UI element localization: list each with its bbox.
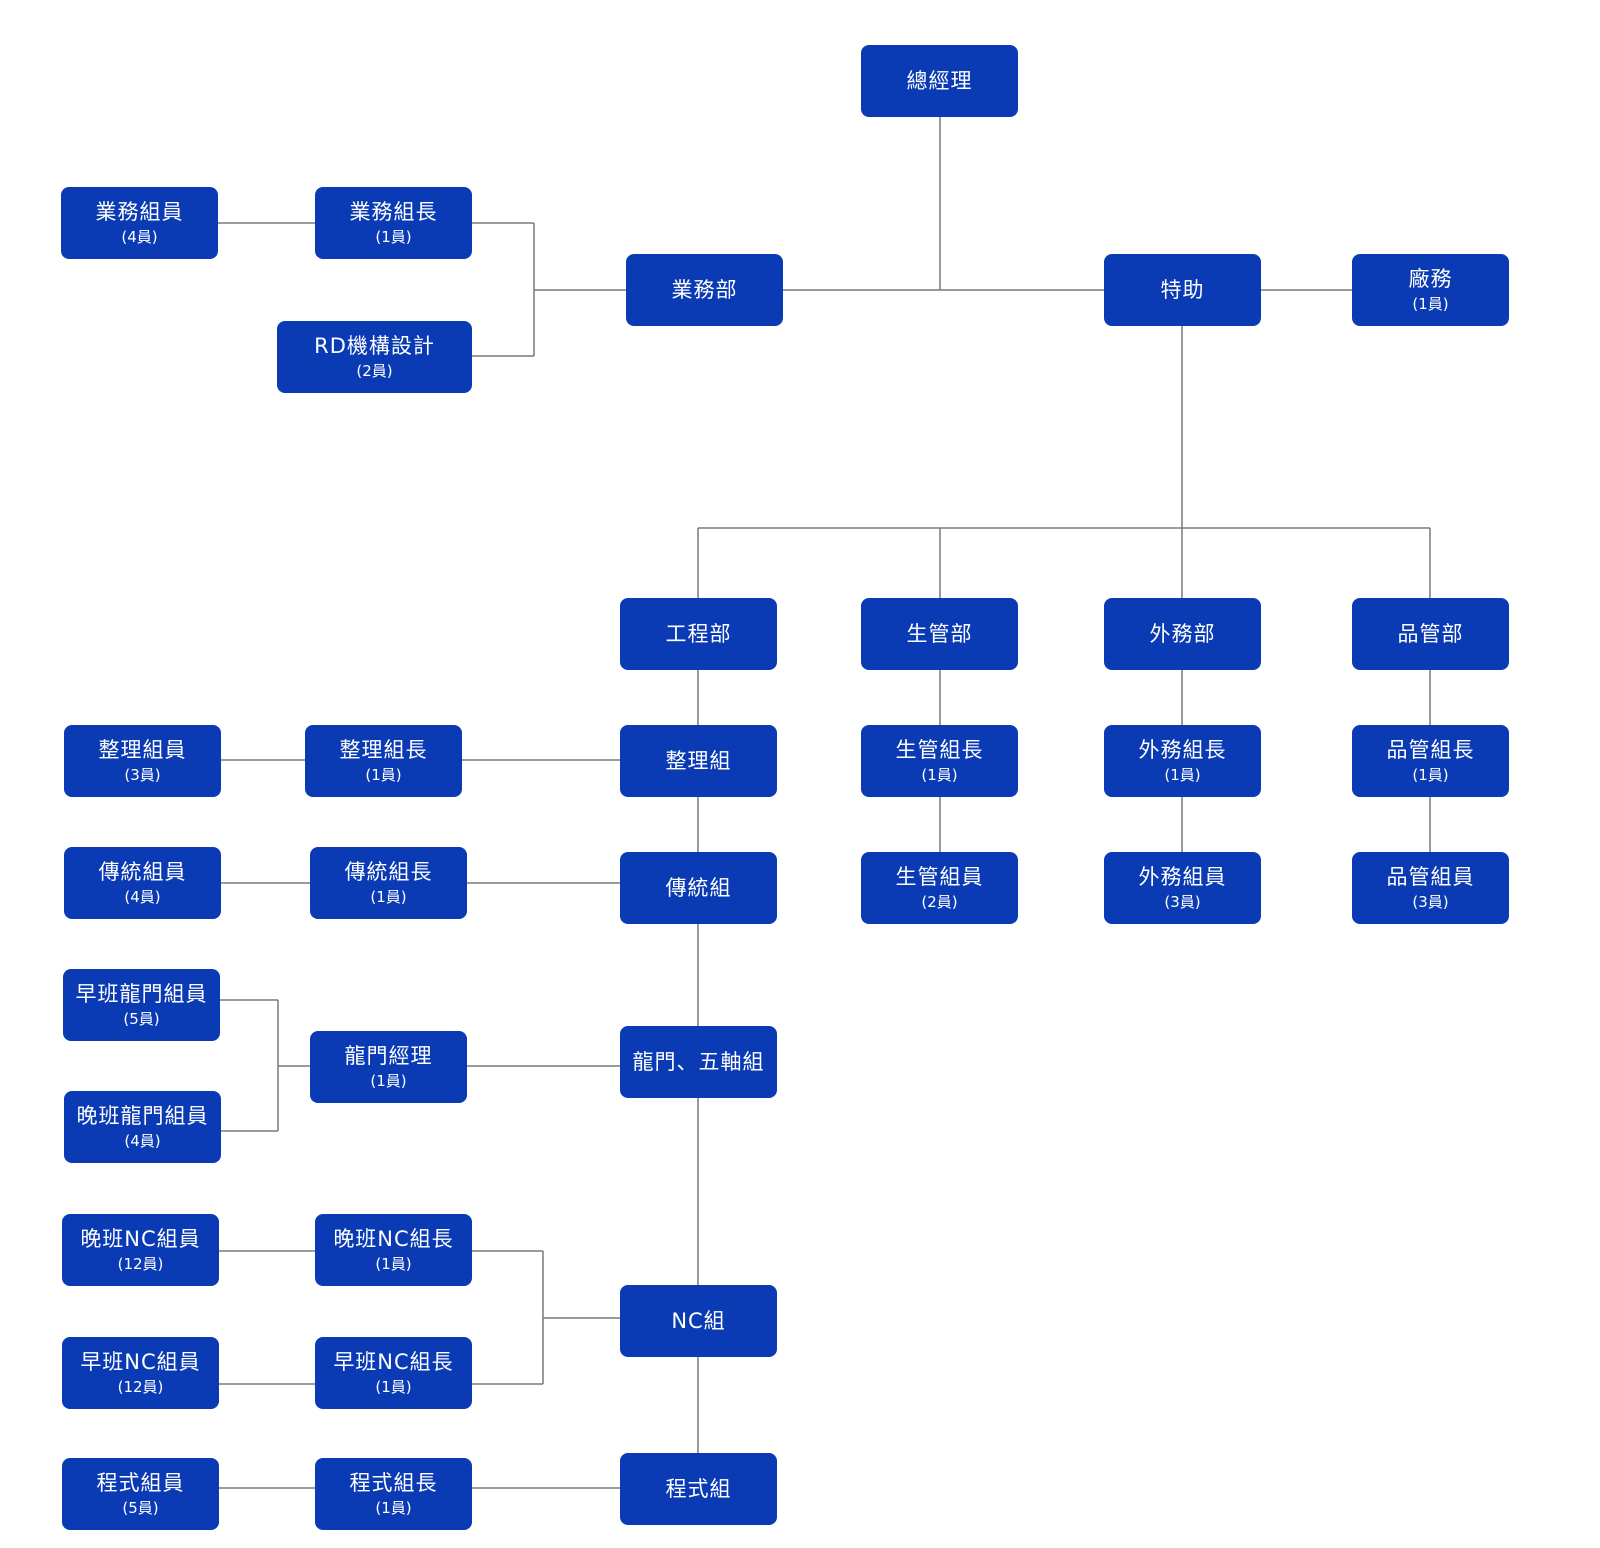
node-title: NC組 — [671, 1309, 726, 1333]
node-quality-control-member: 品管組員 (3員) — [1352, 852, 1509, 924]
node-title: 傳統組員 — [98, 860, 187, 884]
node-count: (5員) — [123, 1010, 160, 1028]
node-external-affairs-dept: 外務部 — [1104, 598, 1261, 670]
node-title: 晚班龍門組員 — [76, 1104, 209, 1128]
node-sales-member: 業務組員 (4員) — [61, 187, 218, 259]
node-count: (5員) — [122, 1499, 159, 1517]
node-count: (1員) — [1412, 766, 1449, 784]
node-count: (2員) — [356, 362, 393, 380]
node-traditional-member: 傳統組員 (4員) — [64, 847, 221, 919]
node-gantry-manager: 龍門經理 (1員) — [310, 1031, 467, 1103]
node-sales-dept: 業務部 — [626, 254, 783, 326]
node-title: 整理組員 — [98, 738, 187, 762]
node-nc-night-lead: 晚班NC組長 (1員) — [315, 1214, 472, 1286]
node-title: 業務部 — [671, 278, 738, 302]
node-organize-lead: 整理組長 (1員) — [305, 725, 462, 797]
node-count: (1員) — [921, 766, 958, 784]
node-count: (1員) — [365, 766, 402, 784]
node-nc-night-member: 晚班NC組員 (12員) — [62, 1214, 219, 1286]
node-count: (4員) — [124, 888, 161, 906]
node-title: 早班NC組長 — [333, 1350, 454, 1374]
node-production-control-member: 生管組員 (2員) — [861, 852, 1018, 924]
node-count: (1員) — [375, 1255, 412, 1273]
node-title: 工程部 — [665, 622, 732, 646]
node-external-affairs-member: 外務組員 (3員) — [1104, 852, 1261, 924]
node-count: (3員) — [1164, 893, 1201, 911]
node-count: (4員) — [124, 1132, 161, 1150]
node-title: 生管部 — [906, 622, 973, 646]
node-title: 特助 — [1160, 278, 1205, 302]
node-traditional-team: 傳統組 — [620, 852, 777, 924]
node-title: 程式組員 — [96, 1471, 185, 1495]
node-count: (2員) — [921, 893, 958, 911]
node-sales-lead: 業務組長 (1員) — [315, 187, 472, 259]
node-count: (1員) — [370, 1072, 407, 1090]
node-programming-member: 程式組員 (5員) — [62, 1458, 219, 1530]
node-title: 整理組 — [665, 749, 732, 773]
node-count: (12員) — [117, 1378, 164, 1396]
node-title: 龍門、五軸組 — [632, 1050, 765, 1074]
node-title: 龍門經理 — [344, 1044, 433, 1068]
node-title: 外務部 — [1149, 622, 1216, 646]
node-production-control-dept: 生管部 — [861, 598, 1018, 670]
node-title: 早班龍門組員 — [75, 982, 208, 1006]
node-title: 業務組員 — [95, 200, 184, 224]
node-title: 品管部 — [1397, 622, 1464, 646]
node-title: RD機構設計 — [314, 334, 435, 358]
node-traditional-lead: 傳統組長 (1員) — [310, 847, 467, 919]
node-title: 整理組長 — [339, 738, 428, 762]
node-count: (1員) — [375, 228, 412, 246]
node-title: 品管組長 — [1386, 738, 1475, 762]
node-organize-member: 整理組員 (3員) — [64, 725, 221, 797]
node-title: 程式組長 — [349, 1471, 438, 1495]
node-title: 傳統組 — [665, 876, 732, 900]
node-quality-control-dept: 品管部 — [1352, 598, 1509, 670]
node-programming-lead: 程式組長 (1員) — [315, 1458, 472, 1530]
node-count: (3員) — [1412, 893, 1449, 911]
node-count: (12員) — [117, 1255, 164, 1273]
node-title: 晚班NC組長 — [333, 1227, 454, 1251]
node-organize-team: 整理組 — [620, 725, 777, 797]
node-external-affairs-lead: 外務組長 (1員) — [1104, 725, 1261, 797]
node-count: (3員) — [124, 766, 161, 784]
node-title: 傳統組長 — [344, 860, 433, 884]
node-title: 生管組長 — [895, 738, 984, 762]
node-nc-team: NC組 — [620, 1285, 777, 1357]
node-title: 品管組員 — [1386, 865, 1475, 889]
node-title: 早班NC組員 — [80, 1350, 201, 1374]
node-count: (1員) — [1164, 766, 1201, 784]
node-title: 總經理 — [906, 69, 973, 93]
node-count: (1員) — [370, 888, 407, 906]
node-nc-morning-member: 早班NC組員 (12員) — [62, 1337, 219, 1409]
node-gantry-night-member: 晚班龍門組員 (4員) — [64, 1091, 221, 1163]
node-production-control-lead: 生管組長 (1員) — [861, 725, 1018, 797]
node-count: (1員) — [375, 1378, 412, 1396]
node-title: 外務組長 — [1138, 738, 1227, 762]
node-quality-control-lead: 品管組長 (1員) — [1352, 725, 1509, 797]
node-nc-morning-lead: 早班NC組長 (1員) — [315, 1337, 472, 1409]
node-title: 業務組長 — [349, 200, 438, 224]
node-title: 晚班NC組員 — [80, 1227, 201, 1251]
node-title: 廠務 — [1408, 267, 1453, 291]
node-rd-design: RD機構設計 (2員) — [277, 321, 472, 393]
node-gantry-five-axis-team: 龍門、五軸組 — [620, 1026, 777, 1098]
node-title: 程式組 — [665, 1477, 732, 1501]
node-title: 生管組員 — [895, 865, 984, 889]
node-title: 外務組員 — [1138, 865, 1227, 889]
node-general-manager: 總經理 — [861, 45, 1018, 117]
node-count: (1員) — [1412, 295, 1449, 313]
node-special-assistant: 特助 — [1104, 254, 1261, 326]
node-programming-team: 程式組 — [620, 1453, 777, 1525]
node-engineering-dept: 工程部 — [620, 598, 777, 670]
node-count: (1員) — [375, 1499, 412, 1517]
node-factory-affairs: 廠務 (1員) — [1352, 254, 1509, 326]
node-gantry-morning-member: 早班龍門組員 (5員) — [63, 969, 220, 1041]
node-count: (4員) — [121, 228, 158, 246]
